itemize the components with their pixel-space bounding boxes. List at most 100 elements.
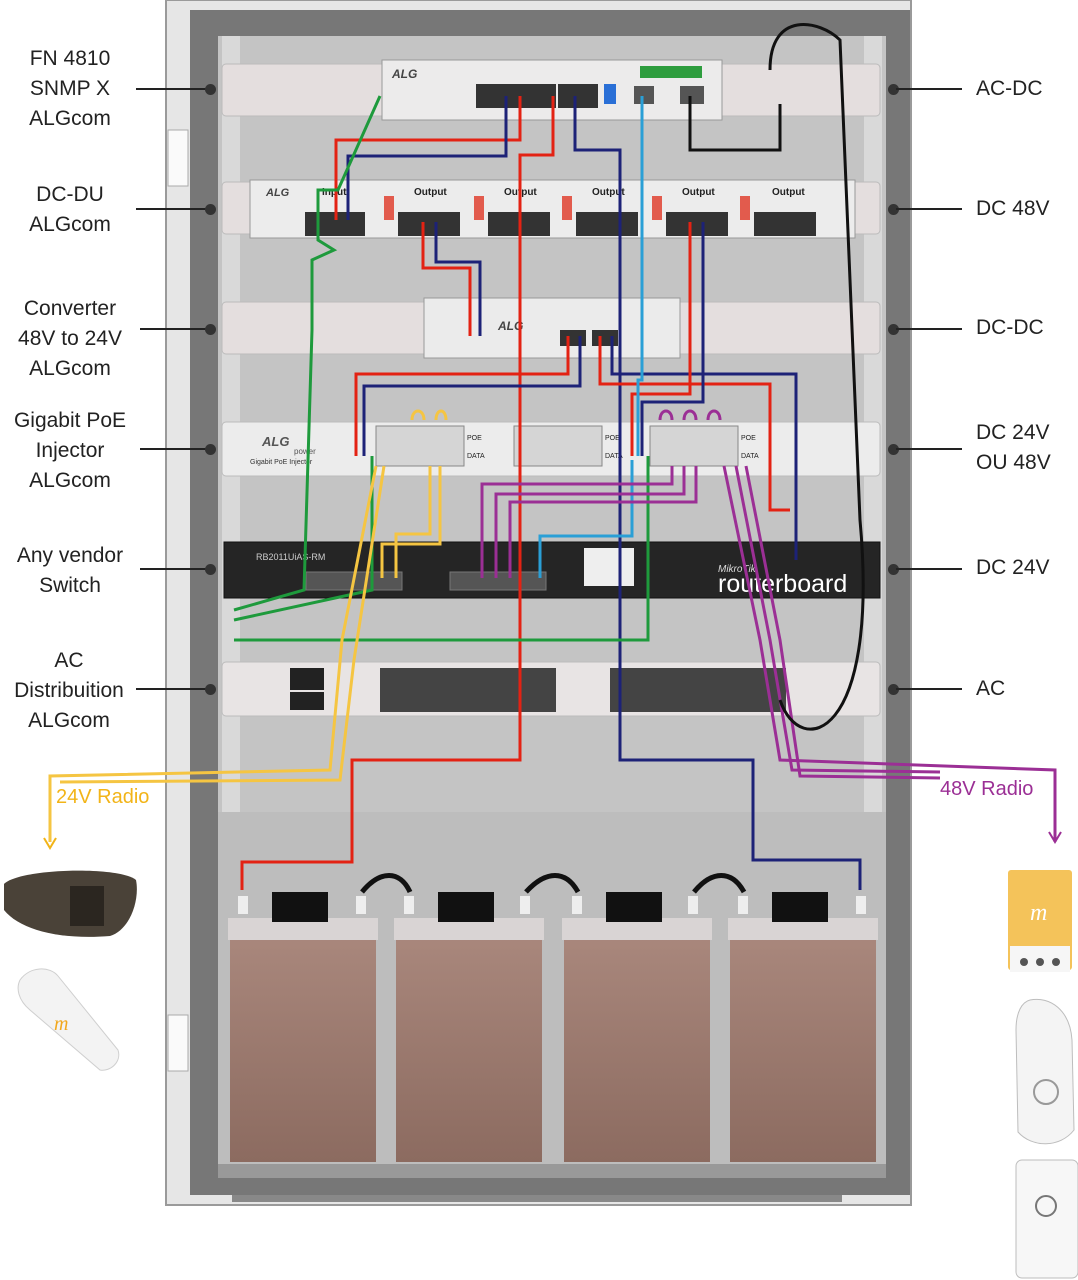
red-wire [598,336,790,512]
label-line: DC 24V [976,421,1050,444]
green-wire [233,456,374,622]
leader-dot [205,324,216,335]
poe-label: POE [467,435,482,442]
power-switch[interactable] [290,668,324,690]
breaker [740,196,750,220]
poe-label: POE [741,435,756,442]
red-wire [421,222,472,336]
leader-line [140,448,212,450]
radio-nanostation [1015,1159,1078,1279]
arrow-down-icon [43,837,57,850]
leader-line [896,448,962,450]
ac-power-cord [768,23,865,731]
yellow-wire [59,465,386,784]
svg-text:ALG: ALG [391,67,417,81]
blue-wire [636,96,644,456]
blue-wire [538,460,634,578]
leader-dot [888,324,899,335]
arrow-down-icon [1048,831,1062,844]
navy-wire [434,222,482,336]
label-line: DC 24V [976,556,1050,579]
red-wire [630,222,692,456]
data-label: DATA [741,453,759,460]
poe-label: POE [605,435,620,442]
label-line: Converter [23,297,117,320]
green-wire [233,95,382,612]
breaker [562,196,572,220]
radio-label-48v: 48V Radio [940,778,1034,800]
label-line: Gigabit PoE [13,409,127,432]
purple-wire [480,466,674,578]
data-label: DATA [467,453,485,460]
svg-text:ALG: ALG [497,319,523,333]
leader-line [140,568,212,570]
leader-dot [205,204,216,215]
label-line: AC [54,649,84,672]
router-brand: routerboard [718,570,847,598]
label-fn4810: FN 4810 SNMP X ALGcom [20,44,120,134]
leader-line [896,328,962,330]
label-line: FN 4810 [29,47,111,70]
battery-bank [228,873,878,1162]
radio-devices-left: m [4,870,137,1071]
label-line: Any vendor [16,544,124,567]
radio-arrows [43,831,1062,850]
poe-port-block [649,425,739,467]
yellow-wire [394,466,432,578]
svg-text:ALG: ALG [265,187,290,199]
label-line: ALGcom [29,107,111,130]
leader-line [136,88,212,90]
label-line: Switch [39,574,101,597]
breaker [384,196,394,220]
router-port-group [449,571,547,591]
red-wire [354,336,570,456]
sensor-cable [688,96,782,152]
label-dc-dc: DC-DC [976,313,1044,343]
leader-dot [888,444,899,455]
label-line: OU 48V [976,451,1051,474]
leader-dot [205,564,216,575]
router-lcd [584,548,634,586]
converter-unit [423,297,681,359]
poe-brand-sub: power [294,447,316,456]
label-line: AC-DC [976,77,1043,100]
wiring [48,23,1057,890]
navy-wire [640,222,705,456]
leader-line [896,568,962,570]
label-ac-dc: AC-DC [976,74,1043,104]
poe-brand: ALG [261,434,289,449]
leader-line [140,328,212,330]
ralg-logo: ALG [391,67,417,81]
leader-dot [888,564,899,575]
leader-dot [205,84,216,95]
breaker [474,196,484,220]
breaker [652,196,662,220]
poe-port-block [375,425,465,467]
label-line: Injector [35,439,105,462]
radio-label-24v: 24V Radio [56,786,150,808]
dcdu-output-label: Output [682,187,715,198]
label-line: Distribuition [14,679,124,702]
mimosa-logo-icon: m [1030,900,1047,926]
red-wire [334,96,522,220]
leader-dot [888,84,899,95]
battery [728,892,878,1162]
dcdu-output-label: Output [414,187,447,198]
router-vendor: MikroTik [718,564,757,575]
mimosa-logo-icon: m [54,1013,68,1035]
label-ac: AC [976,674,1005,704]
label-switch: Any vendor Switch [6,541,134,601]
battery [562,892,712,1162]
poe-port-block [513,425,603,467]
hinge [167,1014,189,1072]
purple-wire [744,465,941,780]
purple-wire [658,409,722,421]
leader-dot [888,204,899,215]
leader-line [896,688,962,690]
label-line: AC [976,677,1006,700]
purple-wire [722,465,1057,842]
battery-jumper [360,873,413,894]
purple-wire [508,466,698,578]
leader-line [136,208,212,210]
green-wire [234,456,650,642]
